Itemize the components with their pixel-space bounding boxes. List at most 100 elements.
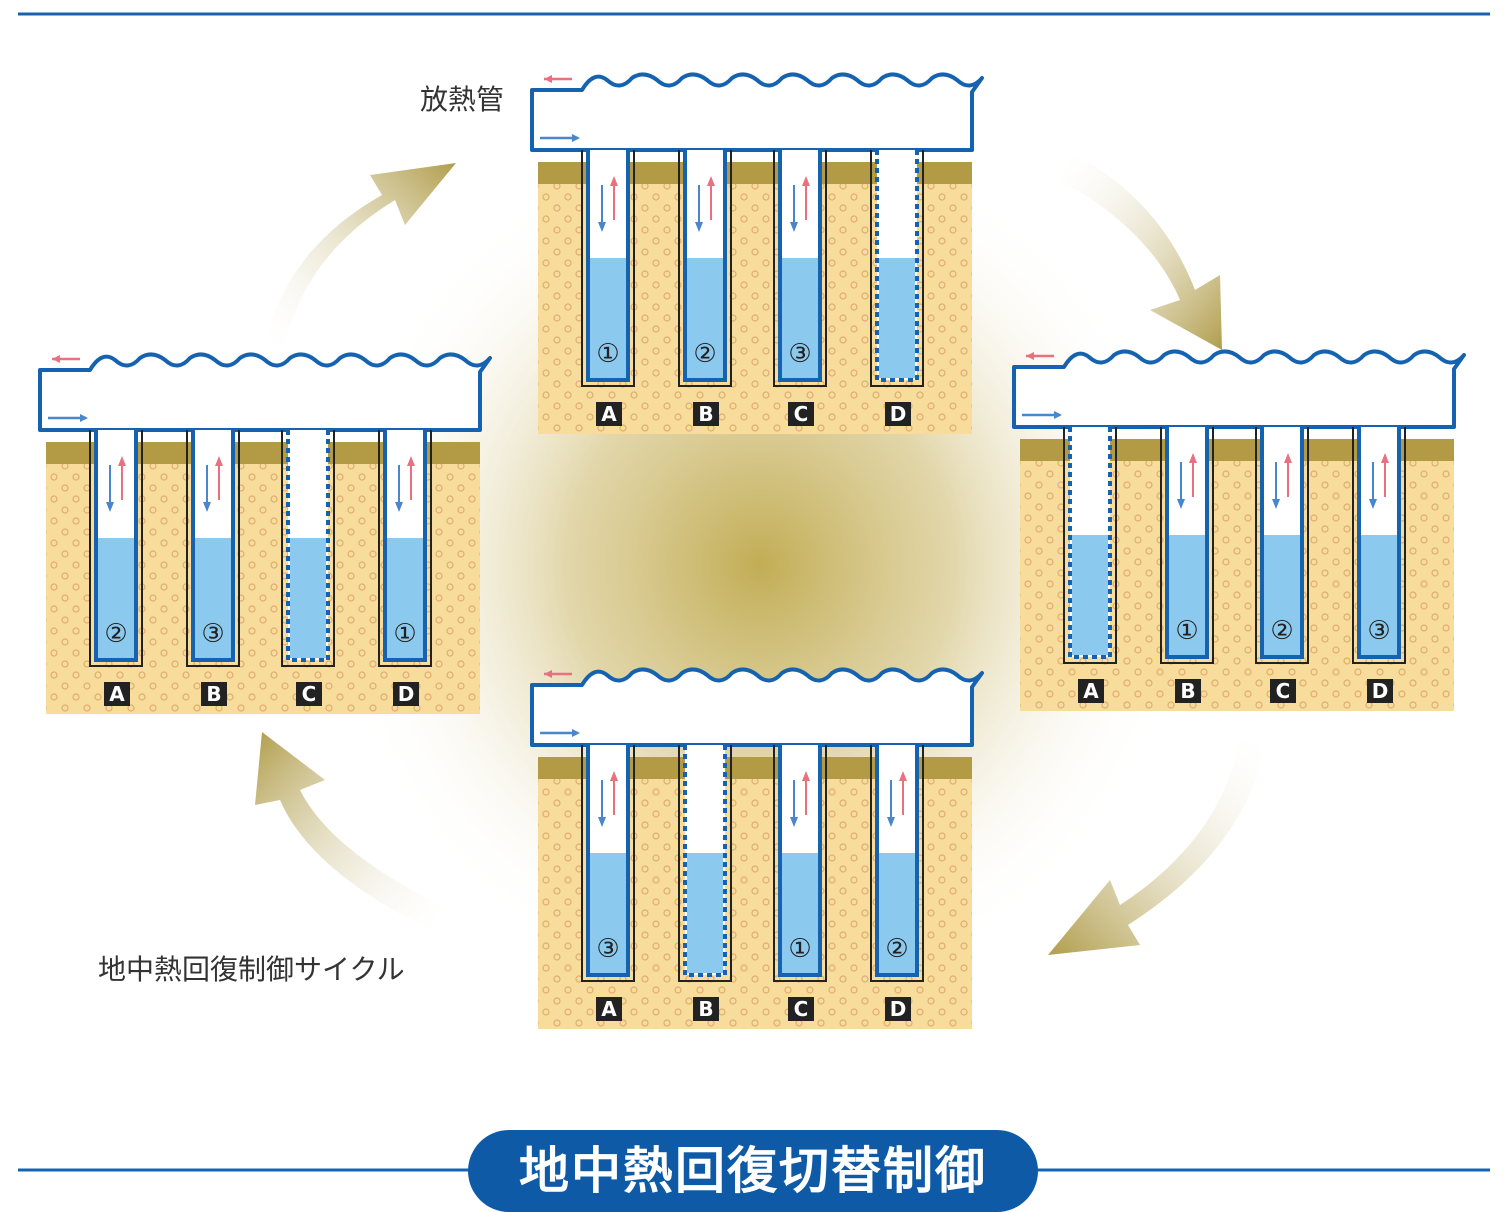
groundwater	[782, 853, 818, 973]
well-letter: A	[1083, 679, 1099, 703]
well-C: ①C	[773, 745, 827, 1021]
well-frame	[778, 745, 822, 977]
heat-pipe-header	[530, 72, 984, 152]
well-letter: B	[698, 402, 713, 426]
cycle-arrow-bottom-right	[1048, 740, 1265, 955]
well-B: ③B	[186, 430, 240, 706]
heat-pipe-header	[530, 667, 984, 747]
well-D: D	[870, 150, 924, 426]
soil-surface	[538, 162, 972, 184]
well-A: ①A	[581, 150, 635, 426]
well-letter: B	[698, 997, 713, 1021]
sequence-number: ①	[1175, 616, 1198, 646]
well-C: C	[281, 430, 335, 706]
well-letter: D	[890, 402, 907, 426]
well-badge	[596, 997, 622, 1021]
well-badge	[104, 682, 130, 706]
cycle-arrow-top-left	[265, 163, 456, 345]
well-badge	[788, 997, 814, 1021]
groundwater	[1169, 535, 1205, 655]
well-frame	[778, 150, 822, 382]
sequence-number: ③	[596, 934, 619, 964]
groundwater	[290, 538, 326, 658]
well-B: ②B	[678, 150, 732, 426]
groundwater	[387, 538, 423, 658]
well-frame	[1165, 427, 1209, 659]
sequence-number: ③	[788, 339, 811, 369]
sequence-number: ①	[596, 339, 619, 369]
well-frame	[191, 430, 235, 662]
well-C: ③C	[773, 150, 827, 426]
well-letter: A	[601, 997, 617, 1021]
well-badge	[885, 997, 911, 1021]
well-badge	[1270, 679, 1296, 703]
soil-surface	[46, 442, 480, 464]
well-letter: D	[1372, 679, 1389, 703]
groundwater	[782, 258, 818, 378]
heat-pipe-header	[1012, 349, 1466, 429]
groundwater	[590, 853, 626, 973]
soil-surface	[538, 757, 972, 779]
well-D: ②D	[870, 745, 924, 1021]
groundwater	[195, 538, 231, 658]
well-letter: A	[601, 402, 617, 426]
sequence-number: ①	[788, 934, 811, 964]
well-letter: C	[794, 997, 809, 1021]
well-frame	[875, 745, 919, 977]
cycle-arrow-bottom-left	[255, 732, 440, 930]
well-B: B	[678, 745, 732, 1021]
groundwater	[1072, 535, 1108, 655]
well-D: ③D	[1352, 427, 1406, 703]
well-frame	[586, 745, 630, 977]
groundwater	[879, 853, 915, 973]
groundwater	[879, 258, 915, 378]
groundwater	[1264, 535, 1300, 655]
groundwater	[687, 853, 723, 973]
heat-pipe-label: 放熱管	[420, 83, 505, 116]
well-D: ①D	[378, 430, 432, 706]
cycle-label: 地中熱回復制御サイクル	[98, 953, 405, 986]
well-letter: D	[890, 997, 907, 1021]
well-badge	[1367, 679, 1393, 703]
well-letter: C	[794, 402, 809, 426]
groundwater	[98, 538, 134, 658]
well-A: ②A	[89, 430, 143, 706]
well-badge	[201, 682, 227, 706]
sequence-number: ②	[1270, 616, 1293, 646]
well-A: ③A	[581, 745, 635, 1021]
well-letter: C	[1276, 679, 1291, 703]
well-badge	[296, 682, 322, 706]
well-frame	[1357, 427, 1401, 659]
cycle-arrows	[255, 155, 1265, 955]
well-badge	[393, 682, 419, 706]
well-badge	[885, 402, 911, 426]
well-frame	[1260, 427, 1304, 659]
groundwater	[1361, 535, 1397, 655]
sequence-number: ①	[393, 619, 416, 649]
well-letter: C	[302, 682, 317, 706]
well-A: A	[1063, 427, 1117, 703]
heat-pipe-header	[38, 352, 492, 432]
sequence-number: ③	[201, 619, 224, 649]
well-badge	[788, 402, 814, 426]
well-frame	[383, 430, 427, 662]
soil-surface	[1020, 439, 1454, 461]
sequence-number: ②	[693, 339, 716, 369]
cycle-arrow-top-right	[1060, 155, 1222, 350]
well-frame	[586, 150, 630, 382]
sequence-number: ③	[1367, 616, 1390, 646]
well-frame	[94, 430, 138, 662]
well-badge	[693, 402, 719, 426]
title-banner: 地中熱回復切替制御	[468, 1130, 1038, 1212]
well-letter: B	[206, 682, 221, 706]
well-badge	[1175, 679, 1201, 703]
well-C: ②C	[1255, 427, 1309, 703]
well-badge	[693, 997, 719, 1021]
groundwater	[590, 258, 626, 378]
well-letter: D	[398, 682, 415, 706]
